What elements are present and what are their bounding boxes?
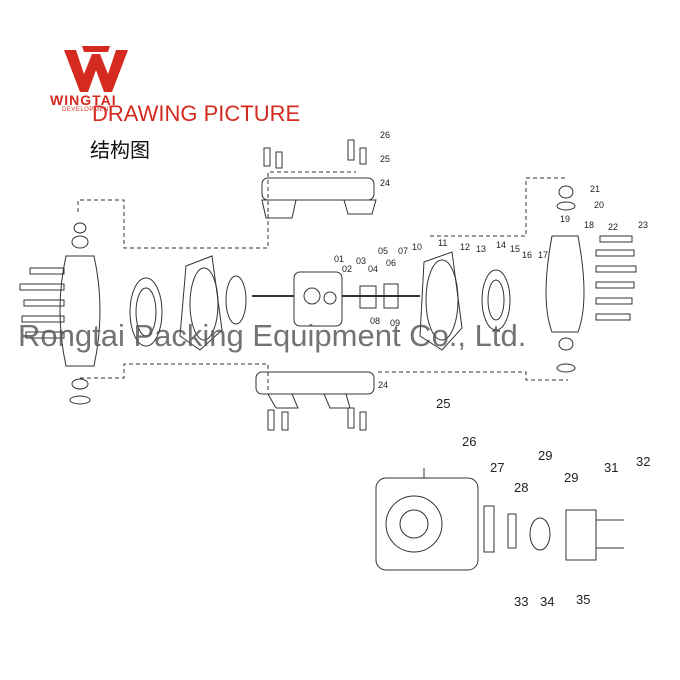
part-14: 14 [496, 240, 506, 250]
detail-part-33: 33 [514, 594, 528, 609]
right-air-chamber [419, 251, 463, 351]
part-24-bottom: 24 [378, 380, 388, 390]
part-23: 23 [638, 220, 648, 230]
part-05: 05 [378, 246, 388, 256]
part-number-labels: 01 02 03 04 05 06 07 08 09 10 11 12 13 1… [334, 130, 648, 390]
part-08: 08 [370, 316, 380, 326]
right-diaphragm [481, 269, 511, 331]
manifold-bolts-top [263, 139, 367, 169]
detail-part-25: 25 [436, 396, 450, 411]
part-17: 17 [538, 250, 548, 260]
valve-end-cap [565, 509, 597, 561]
drawing-title: DRAWING PICTURE [92, 101, 301, 126]
detail-part-29b: 29 [564, 470, 578, 485]
part-22: 22 [608, 222, 618, 232]
part-13: 13 [476, 244, 486, 254]
detail-part-26: 26 [462, 434, 476, 449]
part-18: 18 [584, 220, 594, 230]
drawing-title-chinese: 结构图 [90, 138, 150, 162]
manifold-bolts-bottom [267, 407, 367, 431]
left-air-chamber [179, 255, 223, 351]
left-diaphragm [129, 277, 163, 347]
part-01: 01 [334, 254, 344, 264]
center-body [293, 271, 343, 327]
part-11: 11 [438, 238, 447, 248]
part-07: 07 [398, 246, 408, 256]
detail-part-32: 32 [636, 454, 650, 469]
logo-brand-text: WINGTAI [50, 92, 117, 108]
air-valve-housing [375, 477, 479, 571]
part-25: 25 [380, 154, 390, 164]
detail-part-29a: 29 [538, 448, 552, 463]
part-20: 20 [594, 200, 604, 210]
top-manifold [261, 177, 375, 201]
part-16: 16 [522, 250, 532, 260]
part-10: 10 [412, 242, 422, 252]
part-12: 12 [460, 242, 470, 252]
detail-part-27: 27 [490, 460, 504, 475]
part-24-top: 24 [380, 178, 390, 188]
part-03: 03 [356, 256, 366, 266]
detail-part-31: 31 [604, 460, 618, 475]
detail-part-34: 34 [540, 594, 554, 609]
watermark-text: Rongtai Packing Equipment Co., Ltd. [18, 318, 527, 353]
detail-part-35: 35 [576, 592, 590, 607]
left-fluid-cap [59, 255, 101, 367]
part-21: 21 [590, 184, 600, 194]
part-19: 19 [560, 214, 570, 224]
bottom-manifold [255, 371, 375, 395]
right-bolts [595, 235, 637, 321]
logo-sub-text: DEVELOPMENT [62, 107, 113, 113]
detail-part-28: 28 [514, 480, 528, 495]
part-15: 15 [510, 244, 520, 254]
part-26: 26 [380, 130, 390, 140]
part-02: 02 [342, 264, 352, 274]
left-bolts [19, 267, 65, 339]
right-fluid-cap [545, 235, 585, 333]
detail-part-number-labels: 25 26 27 28 29 29 31 32 33 34 35 [436, 396, 650, 609]
part-06: 06 [386, 258, 396, 268]
part-04: 04 [368, 264, 378, 274]
part-09: 09 [390, 318, 400, 328]
wingtai-logo-icon [64, 46, 128, 92]
